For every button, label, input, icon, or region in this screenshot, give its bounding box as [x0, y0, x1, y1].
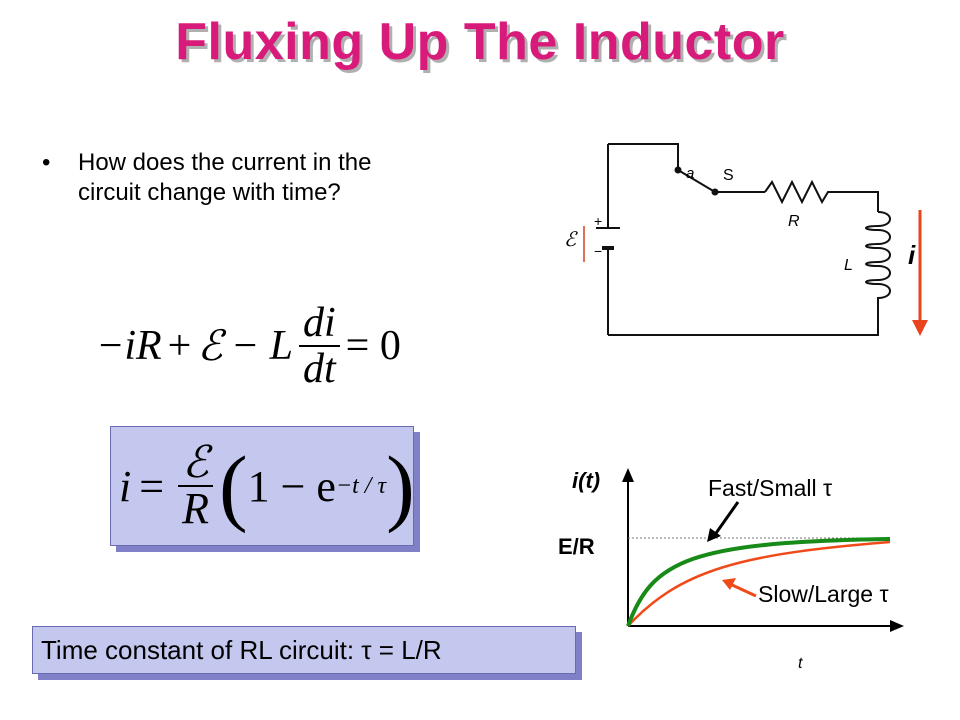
y-axis-arrowhead [622, 468, 634, 482]
eq2-open-paren: ( [218, 438, 248, 534]
eq1-minus-i: −i [96, 323, 137, 369]
switch-contact-s [711, 188, 719, 196]
kirchhoff-equation: −i R + ℰ − L di dt = 0 [96, 300, 416, 392]
eq2-fraction: ℰ R [178, 441, 213, 531]
y-axis-label: i(t) [572, 468, 600, 493]
x-axis-arrowhead [890, 620, 904, 632]
asymptote-label: E/R [558, 534, 595, 559]
wire-bottom [608, 312, 879, 336]
bullet-point: • How does the current in the circuit ch… [42, 148, 422, 208]
slow-label: Slow/Large τ [758, 581, 889, 607]
eq1-emf: ℰ [197, 324, 223, 370]
label-L: L [844, 257, 853, 274]
solution-equation-box: i = ℰ R ( 1 − e −t / τ ) [110, 426, 415, 546]
current-arrow-head [912, 320, 928, 336]
bullet-text: How does the current in the circuit chan… [78, 149, 372, 206]
fast-label: Fast/Small τ [708, 475, 832, 501]
eq1-minus-L: − L [230, 323, 293, 369]
switch-lever [677, 169, 716, 193]
rl-circuit-diagram: a S R L ℰ + − i [564, 143, 928, 336]
switch-contact-a [674, 166, 682, 174]
label-minus: − [594, 243, 602, 259]
eq2-den: R [182, 484, 209, 533]
eq2-i: i [119, 461, 132, 511]
eq1-derivative: di dt [299, 301, 340, 391]
label-a: a [686, 165, 694, 182]
inductor-coil [865, 211, 891, 312]
time-constant-box: Time constant of RL circuit: τ = L/R [32, 626, 576, 674]
eq2-equals: = [139, 461, 165, 511]
eq1-den: dt [303, 346, 336, 392]
eq2-exponent: −t / τ [335, 472, 387, 499]
slow-curve [627, 540, 891, 627]
label-emf: ℰ [564, 229, 578, 251]
fast-curve [626, 537, 891, 627]
wire-top-left [608, 143, 679, 170]
eq1-plus: + [167, 323, 192, 369]
slow-pointer [729, 582, 757, 598]
eq2-one-minus-e: 1 − e [247, 461, 336, 511]
bullet-dot: • [42, 149, 51, 176]
slide-title: Fluxing Up The Inductor [175, 13, 785, 71]
label-S: S [723, 167, 734, 184]
eq2-close-paren: ) [386, 438, 415, 534]
slow-pointer-head [722, 578, 736, 590]
eq1-equals-zero: = 0 [345, 323, 401, 369]
resistor [764, 179, 879, 212]
eq1-R: R [136, 323, 162, 369]
fast-pointer-head [707, 528, 721, 542]
fast-pointer [712, 501, 740, 537]
label-plus: + [594, 213, 602, 229]
eq2-num: ℰ [178, 441, 213, 487]
x-axis-label: t [798, 655, 803, 672]
eq1-num: di [299, 301, 340, 347]
current-label: i [908, 240, 916, 270]
current-vs-time-graph: i(t) E/R Fast/Small τ Slow/Large τ t [558, 468, 904, 672]
label-R: R [788, 213, 800, 230]
